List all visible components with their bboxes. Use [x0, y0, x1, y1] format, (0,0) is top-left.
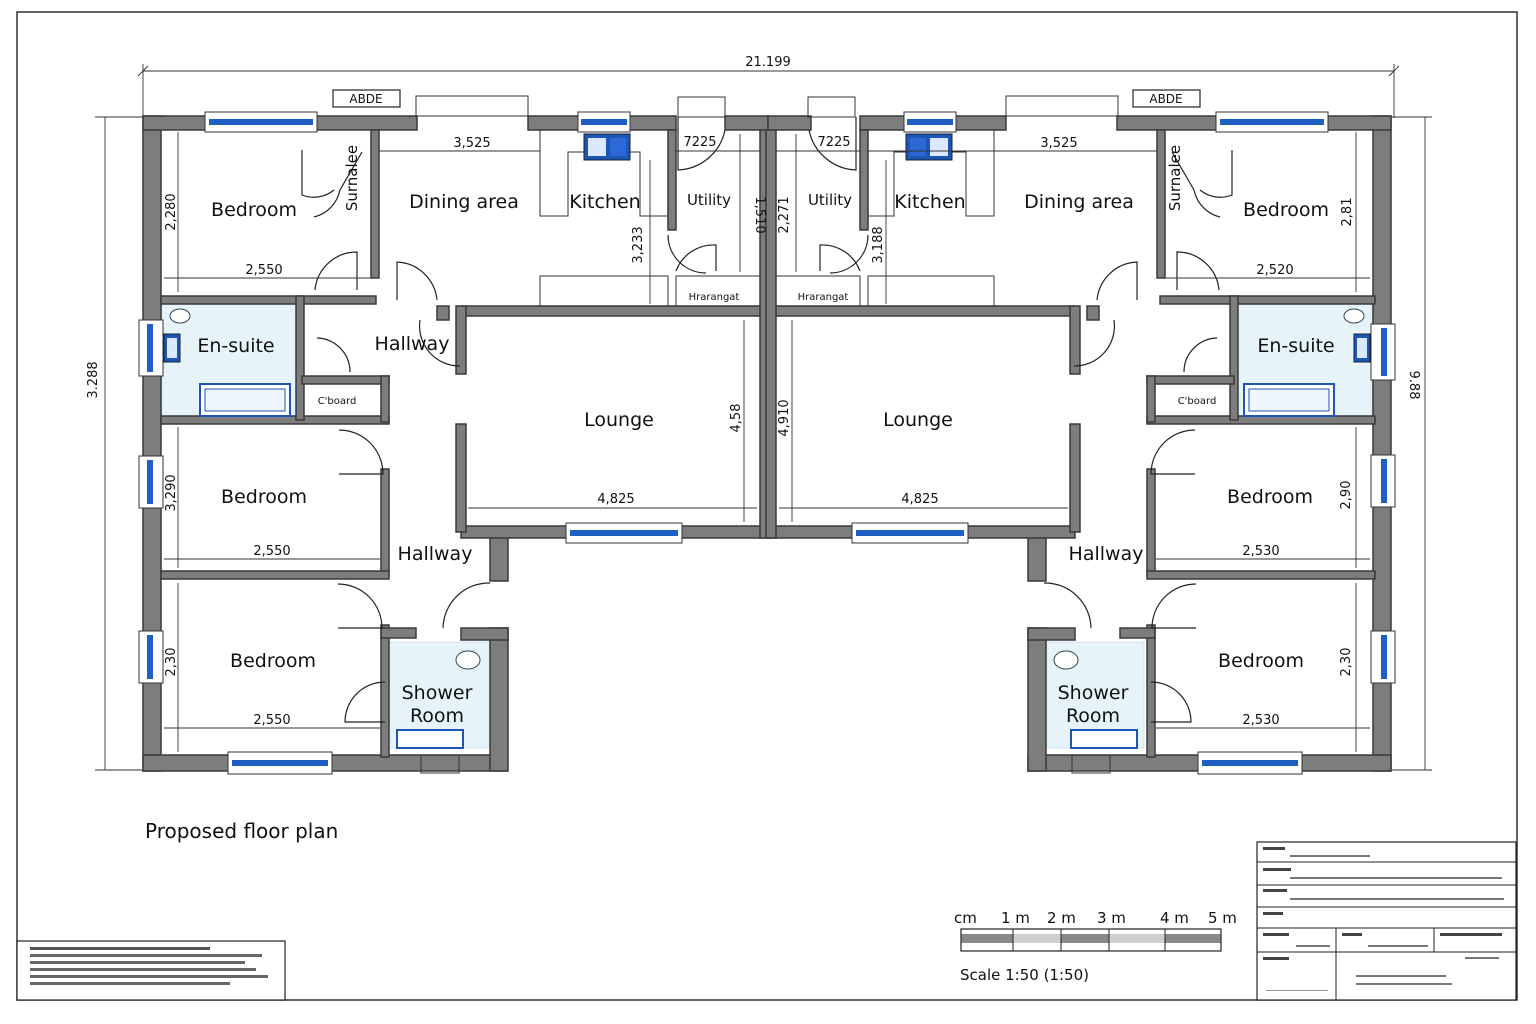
left-utility-label: Utility [687, 191, 731, 209]
svg-text:3,525: 3,525 [453, 136, 490, 151]
svg-text:2,520: 2,520 [1256, 263, 1293, 278]
svg-text:ABDE: ABDE [349, 92, 382, 106]
svg-text:2,530: 2,530 [1242, 544, 1279, 559]
abde-tag-left: ABDE [332, 89, 401, 108]
right-shower-label-2: Room [1066, 705, 1120, 727]
svg-text:3,525: 3,525 [1040, 136, 1077, 151]
right-bedroom-mid-label: Bedroom [1227, 486, 1313, 508]
left-arrangement-label: Hrarangat [689, 292, 740, 303]
overall-width-dimension: 21.199 [137, 55, 1400, 118]
svg-text:2,271: 2,271 [777, 196, 792, 233]
svg-text:1 m: 1 m [1001, 909, 1030, 927]
svg-text:3,188: 3,188 [871, 226, 886, 263]
svg-text:2,280: 2,280 [164, 193, 179, 230]
svg-text:4,910: 4,910 [777, 399, 792, 436]
title-block [1256, 841, 1517, 1001]
left-unit-labels: Bedroom Dining area Kitchen Utility Surn… [197, 145, 739, 727]
left-bedroom-mid-label: Bedroom [221, 486, 307, 508]
svg-text:7225: 7225 [683, 135, 716, 150]
sheet-border [16, 11, 1518, 1001]
left-lounge-label: Lounge [584, 409, 654, 431]
scale-bar: cm 1 m 2 m 3 m 4 m 5 m Scale 1:50 (1:50) [954, 909, 1237, 984]
interior-dimension-lines [164, 132, 1370, 752]
walls-right-unit [765, 115, 1392, 772]
scale-text: Scale 1:50 (1:50) [960, 966, 1089, 984]
svg-text:2 m: 2 m [1047, 909, 1076, 927]
right-storage-label: Surnalee [1166, 145, 1184, 211]
overall-height-right-dimension: 9.88 [1392, 116, 1432, 771]
drawing-title: Proposed floor plan [145, 819, 338, 843]
left-ensuite-label: En-suite [197, 335, 274, 357]
right-unit-dimension-labels: 3,525 7225 2,81 2,520 3,188 2,271 4,910 … [777, 135, 1355, 728]
right-kitchen-label: Kitchen [894, 191, 965, 213]
overall-height-left-dimension: 3.288 [86, 116, 143, 771]
left-unit-dimension-labels: 3,525 7225 2,280 2,550 3,233 1,510 4,58 … [164, 135, 767, 728]
svg-text:cm: cm [954, 909, 977, 927]
svg-text:7225: 7225 [817, 135, 850, 150]
door-swings [301, 117, 1233, 723]
svg-text:4 m: 4 m [1160, 909, 1189, 927]
right-ensuite-label: En-suite [1257, 335, 1334, 357]
svg-text:3,290: 3,290 [164, 474, 179, 511]
svg-text:2,81: 2,81 [1340, 198, 1355, 227]
left-cboard-label: C'board [318, 396, 357, 407]
right-unit-labels: Bedroom Dining area Kitchen Utility Surn… [798, 145, 1335, 727]
left-dining-label: Dining area [409, 191, 519, 213]
svg-text:4,825: 4,825 [597, 492, 634, 507]
left-shower-label-2: Room [410, 705, 464, 727]
right-utility-label: Utility [808, 191, 852, 209]
left-shower-label-1: Shower [402, 682, 473, 704]
windows [138, 111, 1396, 775]
svg-text:3,233: 3,233 [631, 226, 646, 263]
left-hallway-bottom-label: Hallway [398, 543, 473, 565]
left-bedroom-top-label: Bedroom [211, 199, 297, 221]
svg-text:ABDE: ABDE [1149, 92, 1182, 106]
right-shower-label-1: Shower [1058, 682, 1129, 704]
svg-text:2,30: 2,30 [1339, 648, 1354, 677]
right-lounge-label: Lounge [883, 409, 953, 431]
svg-text:2,550: 2,550 [253, 713, 290, 728]
svg-text:2,30: 2,30 [164, 648, 179, 677]
svg-text:3 m: 3 m [1097, 909, 1126, 927]
svg-text:2,550: 2,550 [245, 263, 282, 278]
right-bedroom-top-label: Bedroom [1243, 199, 1329, 221]
overall-height-right-label: 9.88 [1406, 371, 1421, 400]
svg-text:5 m: 5 m [1208, 909, 1237, 927]
left-storage-label: Surnalee [343, 145, 361, 211]
overall-height-left-label: 3.288 [86, 361, 101, 398]
right-cboard-label: C'board [1178, 396, 1217, 407]
left-hallway-top-label: Hallway [375, 333, 450, 355]
right-dining-label: Dining area [1024, 191, 1134, 213]
right-bedroom-bottom-label: Bedroom [1218, 650, 1304, 672]
abde-tag-right: ABDE [1132, 89, 1201, 108]
svg-text:2,550: 2,550 [253, 544, 290, 559]
left-bedroom-bottom-label: Bedroom [230, 650, 316, 672]
fixtures [163, 130, 1371, 749]
svg-text:4,825: 4,825 [901, 492, 938, 507]
svg-text:1,510: 1,510 [752, 196, 767, 233]
right-arrangement-label: Hrarangat [798, 292, 849, 303]
svg-text:4,58: 4,58 [729, 404, 744, 433]
top-openings [415, 95, 1119, 774]
svg-text:2,530: 2,530 [1242, 713, 1279, 728]
right-hallway-bottom-label: Hallway [1069, 543, 1144, 565]
svg-text:2,90: 2,90 [1339, 481, 1354, 510]
left-kitchen-label: Kitchen [569, 191, 640, 213]
notes-box [16, 940, 286, 1001]
overall-width-label: 21.199 [745, 55, 791, 70]
